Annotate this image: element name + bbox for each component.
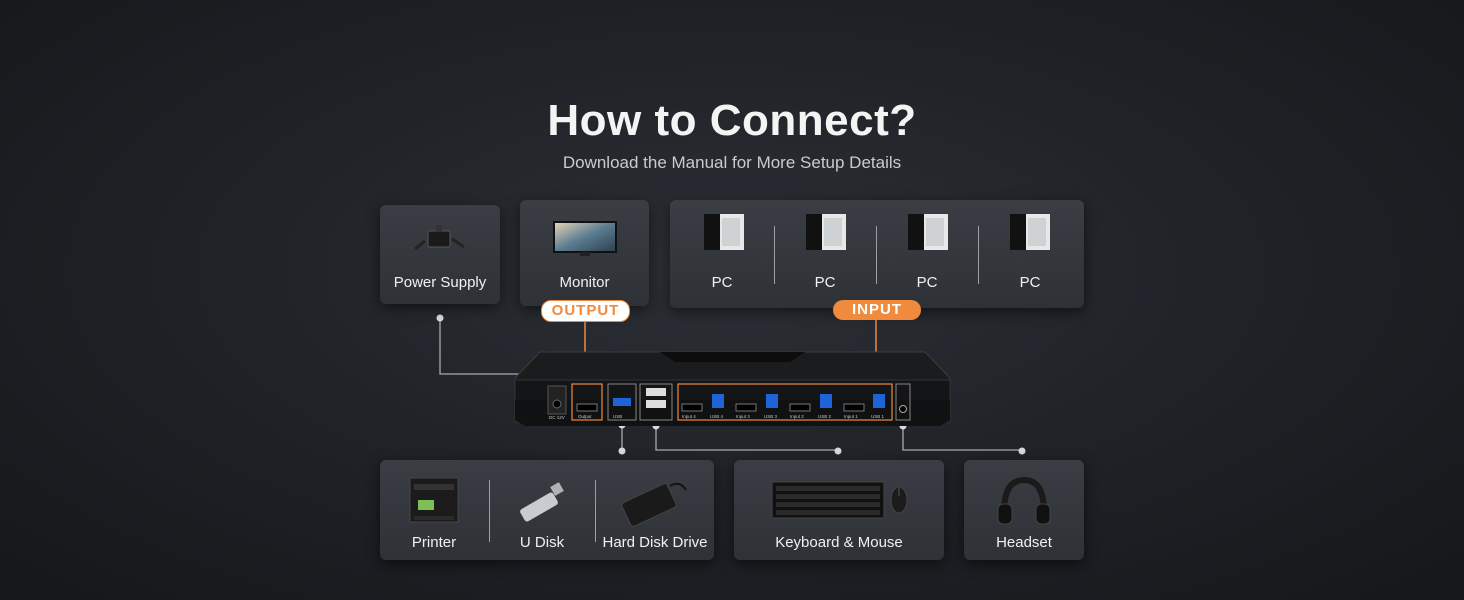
pc-tower-icon xyxy=(1010,214,1050,250)
output-tag: OUTPUT xyxy=(541,300,630,322)
monitor-label: Monitor xyxy=(559,274,610,291)
kvm-port-usb3: USB 3 xyxy=(764,414,778,419)
keyboard-mouse-icons xyxy=(771,481,908,519)
keyboard-icon xyxy=(771,481,885,519)
input-tag: INPUT xyxy=(833,300,921,320)
kvm-port-usb: USB xyxy=(613,414,622,419)
pc-label-4: PC xyxy=(1019,274,1041,291)
keyboard-dot-bottom xyxy=(834,447,842,455)
kvm-port-output: Output xyxy=(578,414,592,419)
kvm-port-usb4: USB 4 xyxy=(710,414,724,419)
pc-tower-icon xyxy=(806,214,846,250)
pc-divider xyxy=(876,226,877,284)
pc-tower-icon xyxy=(908,214,948,250)
keyboard-mouse-card: Keyboard & Mouse xyxy=(734,460,944,560)
kvm-port-usb1: USB 1 xyxy=(871,414,885,419)
pc-divider xyxy=(774,226,775,284)
hard-disk-icon xyxy=(621,482,687,527)
kvm-port-dc: DC 12V xyxy=(549,415,565,420)
pc-label-1: PC xyxy=(711,274,733,291)
pc-tower-icon xyxy=(704,214,744,250)
monitor-icon xyxy=(553,221,617,256)
kvm-port-input2: Input 2 xyxy=(790,414,804,419)
monitor-card: Monitor xyxy=(520,200,649,306)
pc-divider xyxy=(978,226,979,284)
power-supply-card: Power Supply xyxy=(380,205,500,304)
storage-divider xyxy=(489,480,490,542)
storage-printer-card: Printer U Disk Hard Disk Drive xyxy=(380,460,714,560)
storage-icons xyxy=(409,477,687,527)
keyboard-line xyxy=(655,426,838,451)
mouse-icon xyxy=(890,486,908,514)
pc-card: PC PC PC PC xyxy=(670,200,1084,308)
hard-disk-label: Hard Disk Drive xyxy=(602,534,708,551)
power-adapter-icon xyxy=(414,225,465,251)
kvm-port-usb2: USB 2 xyxy=(818,414,832,419)
power-dot xyxy=(436,314,444,322)
headset-label: Headset xyxy=(996,534,1052,551)
page-subtitle: Download the Manual for More Setup Detai… xyxy=(562,153,902,172)
kvm-port-input1: Input 1 xyxy=(844,414,858,419)
pc-label-3: PC xyxy=(916,274,938,291)
headset-line xyxy=(902,426,1022,451)
kvm-port-input4: Input 4 xyxy=(682,414,696,419)
kvm-switch: DC 12V Output USB Input 4 USB 4 Input 3 … xyxy=(514,351,951,426)
keyboard-mouse-label: Keyboard & Mouse xyxy=(775,534,903,551)
power-supply-label: Power Supply xyxy=(393,274,487,291)
usb-disk-icon xyxy=(520,482,564,522)
headset-card: Headset xyxy=(964,460,1084,560)
kvm-port-input3: Input 3 xyxy=(736,414,750,419)
pc-label-2: PC xyxy=(814,274,836,291)
printer-label: Printer xyxy=(411,534,457,551)
headset-dot-bottom xyxy=(1018,447,1026,455)
pc-tower-icons xyxy=(704,214,1050,250)
headset-icon xyxy=(997,476,1051,525)
storage-divider xyxy=(595,480,596,542)
page-title: How to Connect? xyxy=(547,96,917,145)
printer-icon xyxy=(409,477,459,523)
u-disk-label: U Disk xyxy=(519,534,565,551)
usb-dot-bottom xyxy=(618,447,626,455)
